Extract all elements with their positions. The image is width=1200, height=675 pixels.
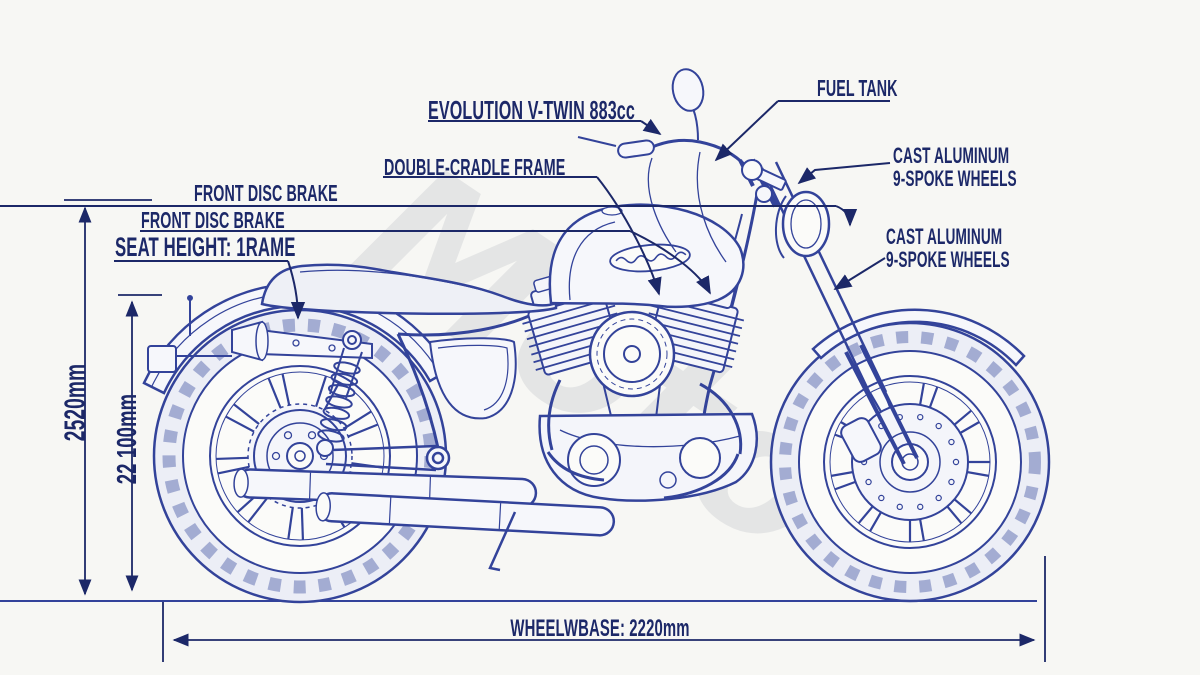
headlight [755,185,831,259]
callout-wheels-upper: CAST ALUMINUM 9-SPOKE WHEELS [893,143,1017,192]
kickstand [488,511,517,572]
callout-engine: EVOLUTION V-TWIN 883cc [428,95,635,125]
rear-wheel [152,308,448,604]
fuel-tank-drawing [548,203,745,309]
mirror [671,68,705,112]
callout-frame: DOUBLE-CRADLE FRAME [384,154,566,180]
rear-shock [316,330,363,457]
air-cleaner [588,310,676,398]
cables [647,151,727,263]
side-panel [428,337,517,420]
callout-leaders [0,100,891,320]
overall-height-dimension-label: 2520mm [59,363,92,442]
secondary-height-dimension-label: 22 100mm [111,393,142,485]
callout-front-disc-brake-upper: FRONT DISC BRAKE [194,180,338,206]
grip [617,139,655,159]
front-fender [811,308,1026,367]
front-wheel [769,321,1051,603]
callout-wheels-lower: CAST ALUMINUM 9-SPOKE WHEELS [886,224,1010,273]
dimension-lines [64,199,1046,662]
turn-signal [755,185,773,203]
clutch-lever [577,136,617,147]
callout-fuel-tank: FUEL TANK [817,75,898,101]
seat [260,263,558,316]
speedometer [741,159,763,181]
callout-seat-height: SEAT HEIGHT: 1RAME [115,232,296,262]
exhaust [233,379,743,572]
callout-front-disc-brake-lower: FRONT DISC BRAKE [141,207,285,233]
wheelbase-dimension-label: WHEELWBASE: 2220mm [510,615,690,642]
brake-caliper [840,417,882,463]
handlebar [577,68,763,263]
